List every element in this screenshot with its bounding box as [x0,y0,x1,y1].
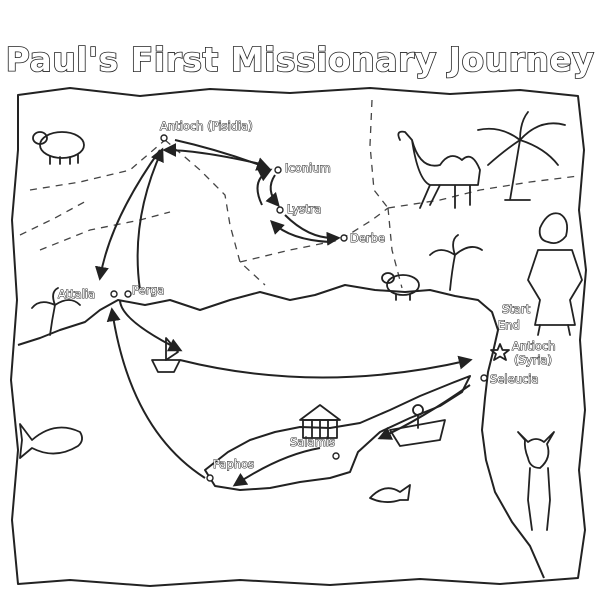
sheep-icon-2 [381,272,420,301]
page-title: Paul's First Missionary Journey [5,39,595,80]
paul-figure-icon [527,212,583,336]
label-end: End [498,318,520,332]
boat-icon [389,404,446,447]
label-lystra: Lystra [287,202,321,216]
label-derbe: Derbe [350,231,385,245]
donkey-icon [517,431,555,531]
palm-tree-icon-2 [429,234,483,291]
palm-tree-icon-3 [31,287,81,336]
label-antioch-pisidia: Antioch (Pisidia) [160,119,253,133]
map-frame [10,87,587,587]
synagogue-icon [299,404,341,439]
ship-icon [151,337,181,373]
label-perga: Perga [132,283,164,297]
place-markers [110,134,488,482]
label-seleucia: Seleucia [490,372,539,386]
label-antioch-syria: Antioch [512,339,556,353]
fish-icon [19,423,83,459]
label-attalia: Attalia [58,287,95,301]
region-borders [19,99,579,289]
label-syria: (Syria) [514,353,552,367]
sheep-icon [32,131,85,165]
label-paphos: Paphos [213,457,254,471]
star-icon [490,343,510,361]
journey-route [95,139,473,487]
camel-icon [397,130,481,209]
palm-tree-icon [477,111,566,201]
label-iconium: Iconium [285,161,331,175]
cyprus-island [204,375,471,491]
fish-icon-2 [369,484,411,503]
label-start: Start [502,302,531,316]
